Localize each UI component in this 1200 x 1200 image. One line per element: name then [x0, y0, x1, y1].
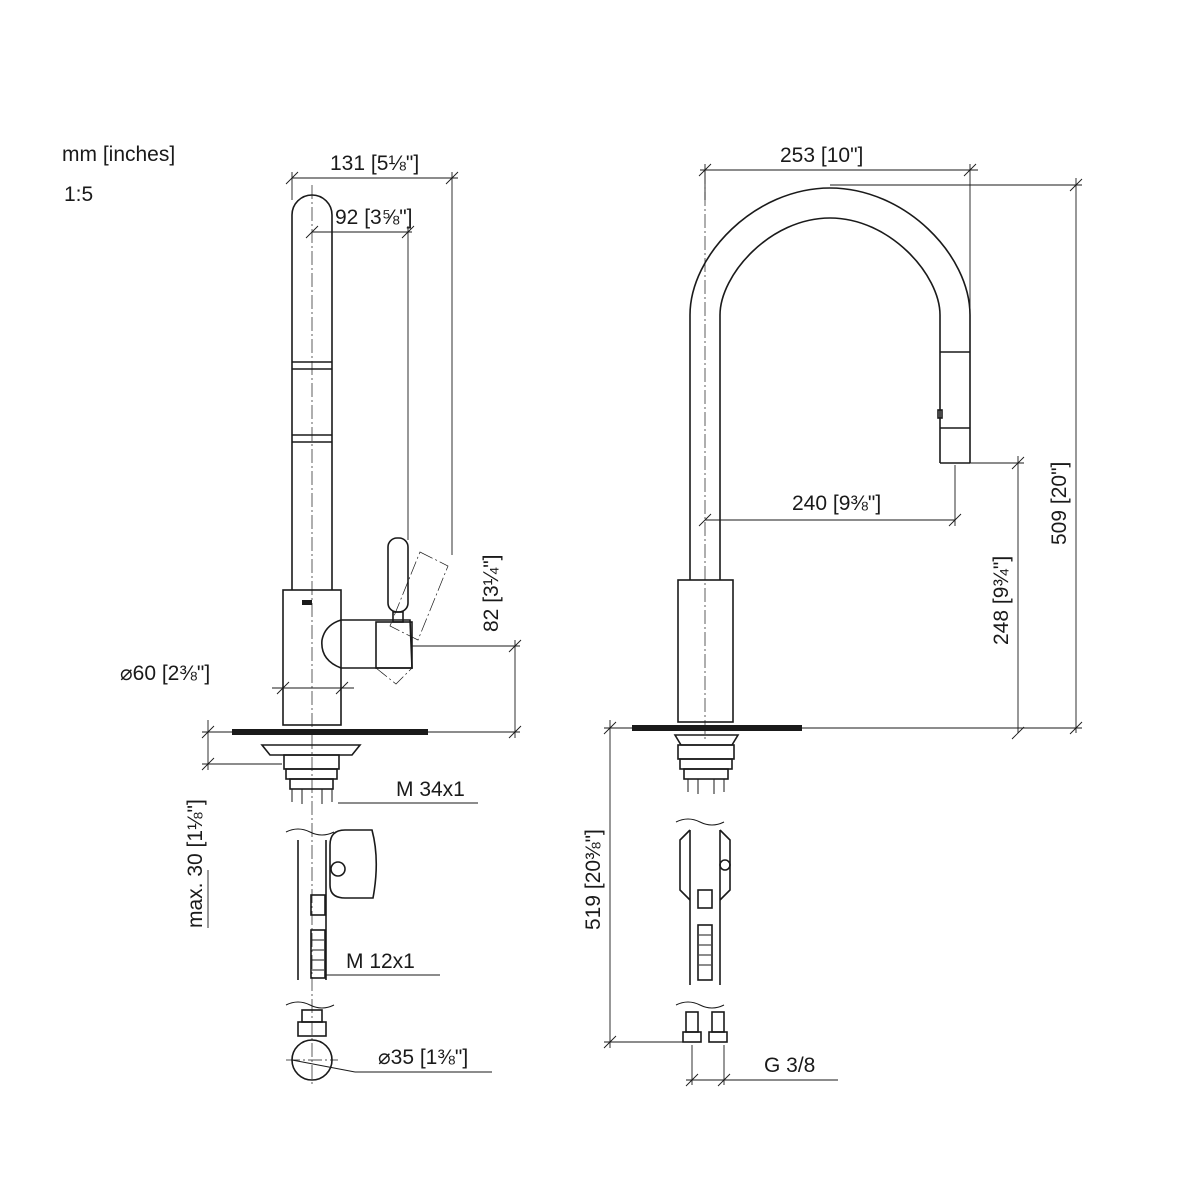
dim-35-label: ⌀35 [1⅜"]: [378, 1046, 468, 1069]
dim-509-label: 509 [20"]: [1048, 462, 1071, 545]
dim-max30-label: max. 30 [1⅛"]: [184, 799, 207, 928]
thread-m12-label: M 12x1: [346, 950, 415, 973]
dim-240-label: 240 [9⅜"]: [792, 492, 881, 515]
dim-253-label: 253 [10"]: [780, 144, 863, 167]
dim-131-label: 131 [5⅛"]: [330, 152, 419, 175]
units-label: mm [inches]: [62, 143, 176, 166]
dim-92-label: 92 [3⅝"]: [335, 206, 413, 229]
dim-519-label: 519 [20⅜"]: [582, 829, 605, 930]
side-view: [232, 185, 449, 1085]
dim-82-label: 82 [3¼"]: [480, 554, 503, 632]
dim-248-label: 248 [9¾"]: [990, 556, 1013, 645]
scale-label: 1:5: [64, 183, 94, 206]
dimension-lines: [201, 163, 1083, 1087]
connection-g38-label: G 3/8: [764, 1054, 815, 1077]
front-view: [632, 170, 971, 1043]
dim-60-label: ⌀60 [2⅜"]: [120, 662, 210, 685]
thread-m34-label: M 34x1: [396, 778, 465, 801]
